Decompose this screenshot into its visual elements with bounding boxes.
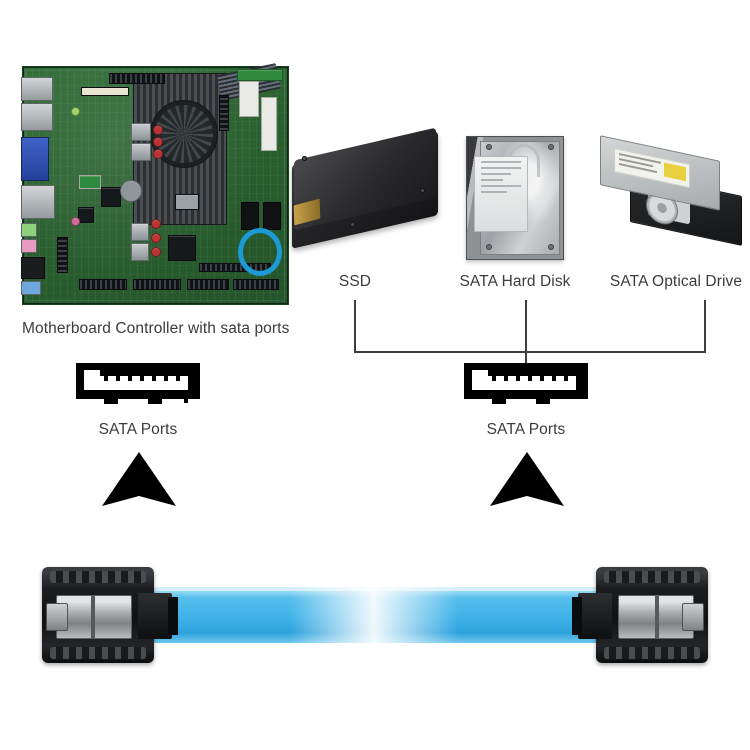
hdd-label-sticker (474, 156, 528, 232)
green-connector (79, 175, 101, 189)
hdd-screw-3 (486, 244, 492, 250)
com-port (21, 257, 45, 279)
usb3-port (21, 77, 53, 101)
bracket-line-horizontal (354, 351, 706, 353)
hdd-screw-2 (548, 144, 554, 150)
barcode-sticker (261, 97, 277, 151)
motherboard-label: Motherboard Controller with sata ports (22, 320, 290, 337)
connector-grip-bottom-right (604, 647, 700, 659)
hdd-screw-4 (548, 244, 554, 250)
board-sata-port-2 (263, 202, 281, 230)
bracket-line-center-drop (525, 300, 527, 366)
ssd-screw-3 (350, 222, 355, 227)
led-green (71, 107, 80, 116)
side-header (219, 95, 229, 131)
cmos-battery (120, 180, 142, 202)
gpio-header (187, 279, 229, 290)
connector-tip-left (168, 597, 178, 635)
connector-latch-left (46, 603, 68, 631)
connector-latch-right (682, 603, 704, 631)
cap-6 (151, 247, 161, 257)
connector-grip-top-right (604, 571, 700, 583)
board-sticker (239, 81, 259, 117)
usb2-port (21, 103, 53, 131)
vga-port (21, 137, 49, 181)
cable-ribbon (140, 587, 608, 643)
chipset-ic (168, 235, 196, 261)
hard-disk-label: SATA Hard Disk (459, 273, 571, 290)
front-panel-header (109, 73, 165, 84)
sata-ports-label-left: SATA Ports (98, 421, 178, 438)
circle-highlight-icon (238, 228, 282, 276)
cap-2 (153, 137, 163, 147)
power-header (21, 281, 41, 295)
jumper-block (57, 237, 68, 273)
board-sata-port-1 (241, 202, 259, 230)
bios-ic (101, 187, 121, 207)
sata-connector-left (42, 567, 178, 663)
sata-port-icon-left (76, 363, 200, 409)
mosfet-b (131, 143, 151, 161)
bracket-line-ssd (354, 300, 356, 353)
audio-line-out-jack (21, 223, 37, 237)
connector-neck-right (578, 593, 612, 639)
ssd-photo (292, 127, 440, 249)
cap-5 (151, 233, 161, 243)
led-pink (71, 217, 80, 226)
fan-blades (155, 105, 213, 163)
bracket-line-optical (704, 300, 706, 353)
small-ic (78, 207, 94, 223)
connector-grip-top-left (50, 571, 146, 583)
optical-drive-photo (600, 135, 742, 248)
sata-connector-right (572, 567, 708, 663)
lvds-connector (81, 87, 129, 96)
cap-3 (153, 149, 163, 159)
lan-port (21, 185, 55, 219)
ssd-screw-2 (420, 188, 425, 193)
ssd-label: SSD (338, 273, 372, 290)
optical-drive-label: SATA Optical Drive (609, 273, 743, 290)
audio-mic-jack (21, 239, 37, 253)
arrow-up-icon-right (488, 452, 566, 513)
mosfet-a (131, 123, 151, 141)
com-header (233, 279, 279, 290)
sata-port-icon-right (464, 363, 588, 409)
connector-grip-bottom-left (50, 647, 146, 659)
connector-neck-left (138, 593, 172, 639)
hdd-screw-1 (486, 144, 492, 150)
connector-tip-right (572, 597, 582, 635)
sata-data-cable (0, 555, 750, 680)
mosfet-d (131, 243, 149, 261)
cap-1 (153, 125, 163, 135)
arrow-up-icon-left (100, 452, 178, 513)
sd-slot (175, 194, 199, 210)
cap-4 (151, 219, 161, 229)
usb-header-1 (79, 279, 127, 290)
mosfet-c (131, 223, 149, 241)
mem-slot (237, 69, 283, 81)
ssd-screw-1 (302, 156, 307, 161)
hard-disk-photo (466, 136, 564, 260)
usb-header-2 (133, 279, 181, 290)
cpu-heatsink (133, 73, 227, 225)
sata-ports-label-right: SATA Ports (486, 421, 566, 438)
